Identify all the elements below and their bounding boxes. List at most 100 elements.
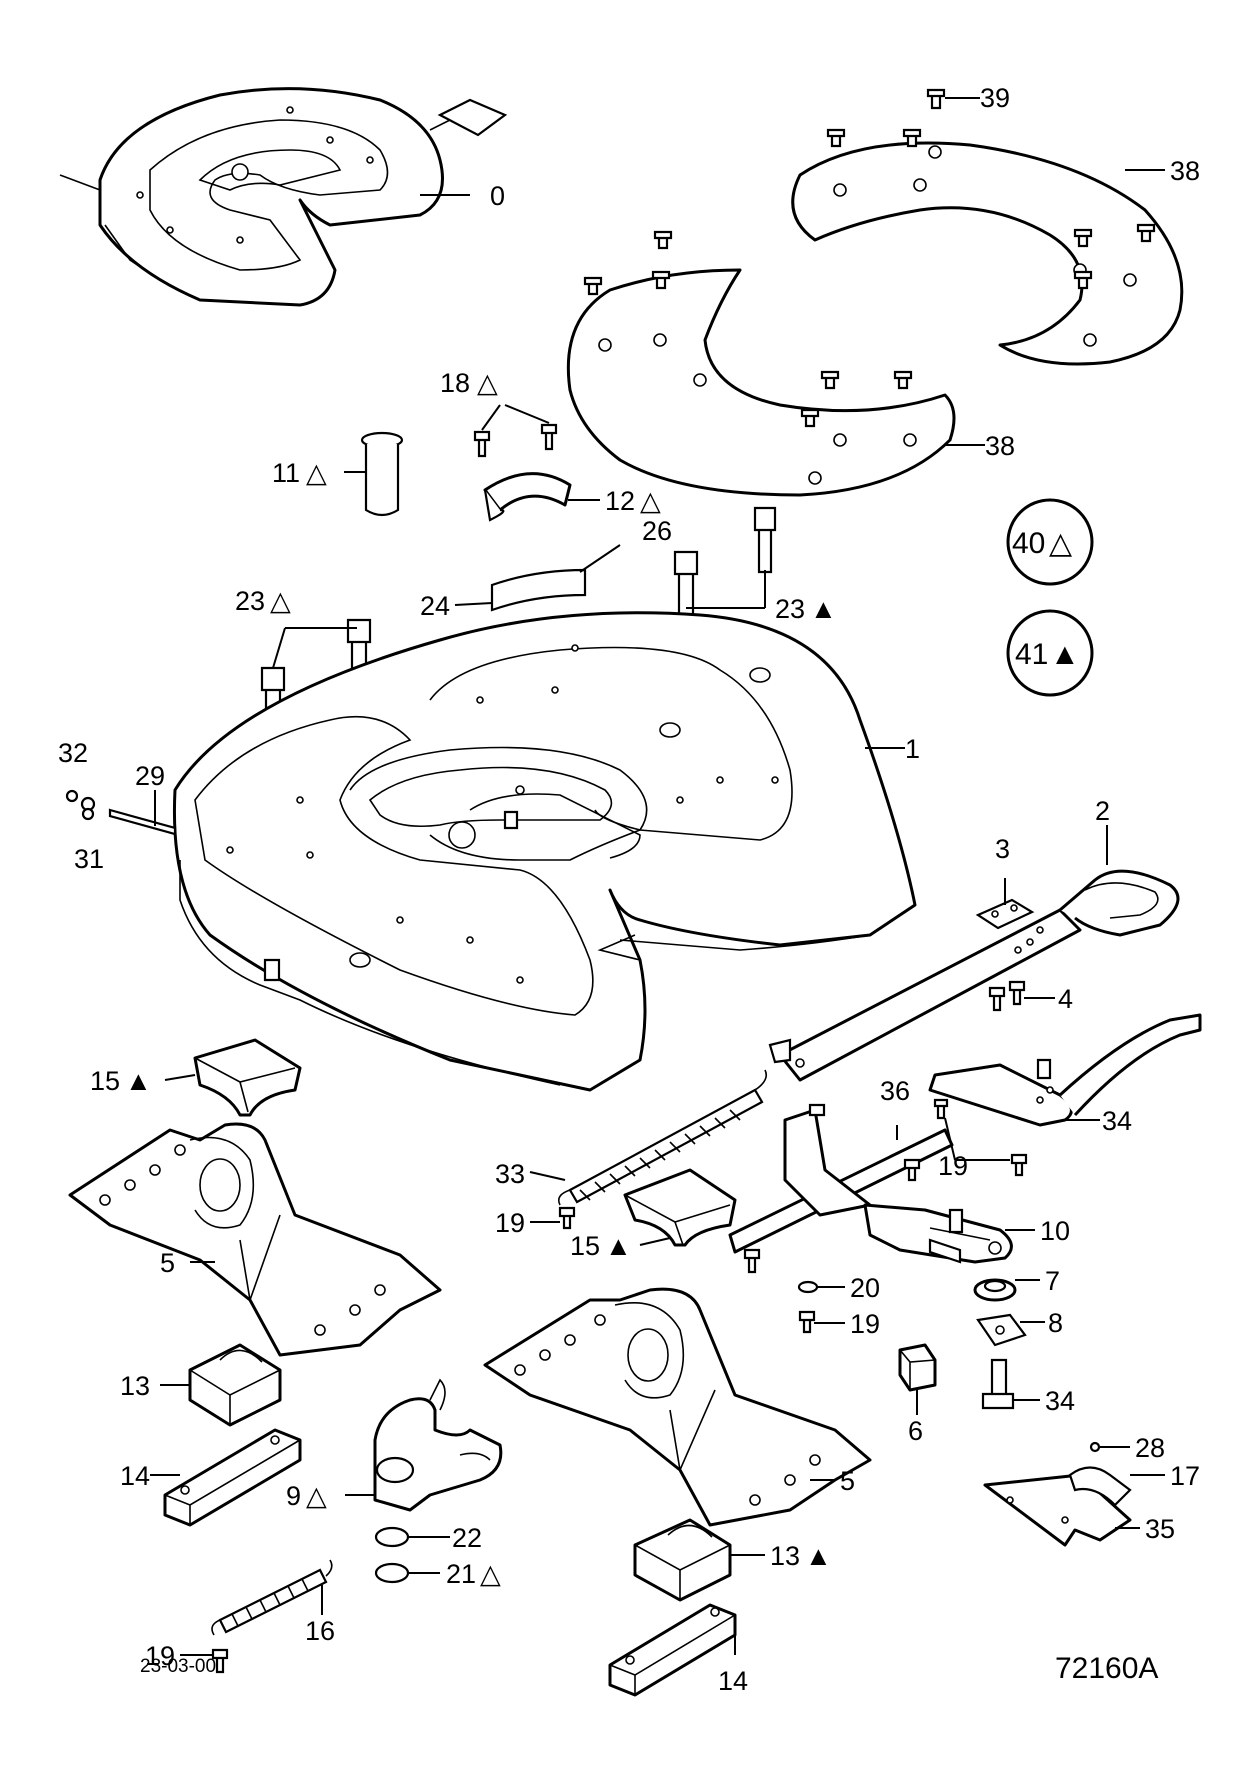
label-part-39: 39	[980, 83, 1010, 113]
part-16-spring: 16	[211, 1559, 335, 1646]
label-part-26: 26	[642, 516, 672, 546]
label-part-7: 7	[1045, 1266, 1060, 1296]
part-6-block: 6	[898, 1343, 937, 1446]
label-part-1: 1	[905, 734, 920, 764]
label-part-5-right: 5	[840, 1466, 855, 1496]
symbol-part-23-left: △	[270, 586, 291, 616]
part-2-release-handle: 2	[768, 796, 1180, 1082]
drawing-date: 23-03-00	[140, 1656, 216, 1677]
label-part-38-upper: 38	[1170, 156, 1200, 186]
label-part-9: 9	[286, 1481, 301, 1511]
label-part-38-lower: 38	[985, 431, 1015, 461]
part-35-plate: 35	[983, 1466, 1175, 1547]
label-part-35: 35	[1145, 1514, 1175, 1544]
label-part-15-left: 15	[90, 1066, 120, 1096]
label-part-23-right: 23	[775, 594, 805, 624]
symbol-part-13-right: ▲	[805, 1541, 832, 1571]
part-31-32-nuts: 32 31	[58, 738, 104, 874]
label-part-5-left: 5	[160, 1248, 175, 1278]
label-part-31: 31	[74, 844, 104, 874]
part-34-bolt: 34	[981, 1358, 1075, 1416]
part-28-pin: 28	[1089, 1433, 1165, 1463]
part-5-bracket-right: 5	[483, 1287, 872, 1527]
part-14-bar-left: 14	[120, 1428, 302, 1527]
part-4-screws: 4	[988, 980, 1073, 1014]
label-part-23-left: 23	[235, 586, 265, 616]
part-15-wear-pad-right: 15 ▲	[570, 1168, 737, 1261]
label-part-22: 22	[452, 1523, 482, 1553]
label-part-36: 36	[880, 1076, 910, 1106]
label-part-14-right: 14	[718, 1666, 748, 1696]
symbol-part-40: △	[1049, 527, 1072, 560]
label-part-20: 20	[850, 1273, 880, 1303]
label-part-21: 21	[446, 1559, 476, 1589]
drawing-reference-code: 72160A	[1055, 1652, 1158, 1685]
label-part-17: 17	[1170, 1461, 1200, 1491]
label-part-4: 4	[1058, 984, 1073, 1014]
symbol-part-12: △	[640, 486, 661, 516]
label-part-13-right: 13	[770, 1541, 800, 1571]
part-38-wear-plate-upper: 38	[791, 141, 1200, 366]
part-20-washer: 20	[797, 1273, 880, 1303]
label-part-18: 18	[440, 368, 470, 398]
part-34-lever-plate: 34	[928, 1013, 1202, 1136]
part-14-bar-right: 14	[608, 1603, 748, 1697]
part-23-bolts-right: 23 ▲	[673, 506, 837, 624]
part-11-pin: 11 △	[272, 431, 404, 517]
label-part-33: 33	[495, 1159, 525, 1189]
label-part-6: 6	[908, 1416, 923, 1446]
label-part-13-left: 13	[120, 1371, 150, 1401]
part-18-screws: 18 △	[440, 368, 558, 458]
label-part-11: 11	[272, 458, 300, 488]
part-22-ring: 22	[374, 1523, 482, 1553]
part-17-clip: 17	[1130, 1461, 1200, 1491]
part-10-latch-arm: 10	[863, 1203, 1070, 1264]
part-40-kit: 40 △	[1006, 498, 1094, 586]
part-5-bracket-left: 5	[68, 1122, 442, 1357]
part-8-washer-plate: 8	[976, 1308, 1063, 1347]
part-9-lock-jaw: 9 △	[286, 1378, 503, 1512]
label-part-29: 29	[135, 761, 165, 791]
symbol-part-41: ▲	[1050, 638, 1080, 671]
symbol-part-18: △	[477, 368, 498, 398]
label-part-34-lever: 34	[1102, 1106, 1132, 1136]
symbol-part-11: △	[306, 458, 327, 488]
label-part-40: 40	[1012, 527, 1045, 560]
part-12-half-ring: 12 △	[483, 472, 661, 522]
label-part-15-right: 15	[570, 1231, 600, 1261]
part-3-plate: 3	[975, 834, 1035, 930]
label-part-10: 10	[1040, 1216, 1070, 1246]
part-15-wear-pad-left: 15 ▲	[90, 1038, 302, 1117]
part-24-wear-strip: 24 26	[420, 516, 672, 621]
label-part-24: 24	[420, 591, 450, 621]
part-38-wear-plate-lower: 38	[566, 268, 1015, 497]
part-13-rubber-block-left: 13	[120, 1343, 282, 1427]
label-part-14-left: 14	[120, 1461, 150, 1491]
symbol-part-21: △	[480, 1559, 501, 1589]
label-part-28: 28	[1135, 1433, 1165, 1463]
part-21-ring: 21 △	[374, 1559, 501, 1589]
part-39-screws: 39	[583, 83, 1156, 428]
label-part-19-right: 19	[938, 1151, 968, 1181]
label-part-19-bottom: 19	[145, 1641, 175, 1671]
part-33-spring: 33	[495, 1069, 768, 1206]
part-7-bushing: 7	[973, 1266, 1060, 1302]
part-13-rubber-block-right: 13 ▲	[633, 1518, 832, 1602]
label-part-19-left: 19	[495, 1208, 525, 1238]
label-part-16: 16	[305, 1616, 335, 1646]
label-part-8: 8	[1048, 1308, 1063, 1338]
part-29-rod: 29	[108, 761, 177, 836]
label-part-34-bolt: 34	[1045, 1386, 1075, 1416]
label-part-2: 2	[1095, 796, 1110, 826]
part-19-screws: 19 19 19 19	[145, 1098, 1028, 1674]
symbol-part-15-left: ▲	[125, 1066, 152, 1096]
symbol-part-23-right: ▲	[810, 594, 837, 624]
label-part-32: 32	[58, 738, 88, 768]
part-41-kit: 41 ▲	[1006, 609, 1094, 697]
part-0-assembled-coupling: 0	[59, 87, 508, 307]
label-part-19-mid: 19	[850, 1309, 880, 1339]
symbol-part-15-right: ▲	[605, 1231, 632, 1261]
label-part-3: 3	[995, 834, 1010, 864]
label-part-41: 41	[1015, 638, 1048, 671]
